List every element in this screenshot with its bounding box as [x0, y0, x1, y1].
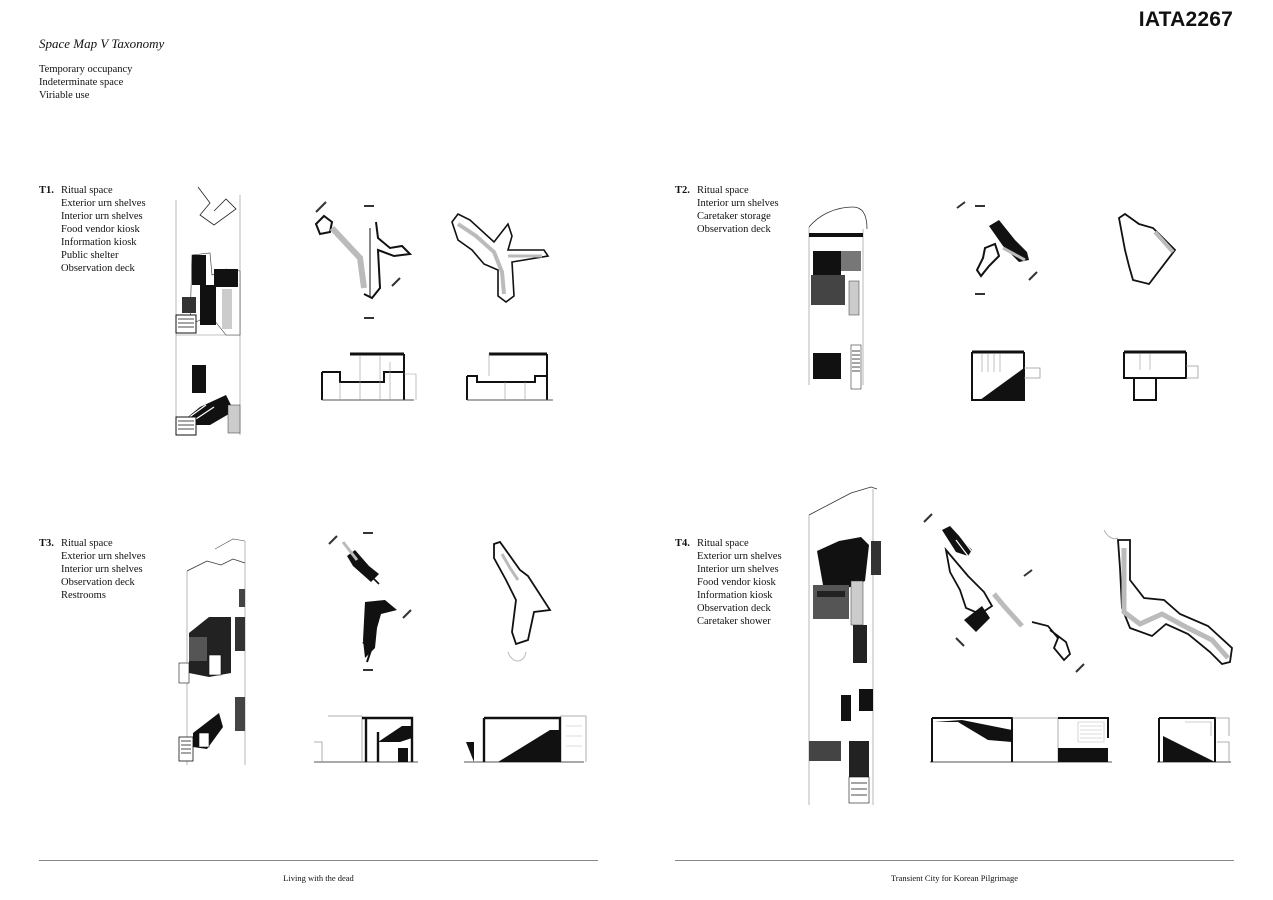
sheet-title: Space Map V Taxonomy [39, 36, 165, 51]
type-item: Ritual space [697, 538, 749, 549]
type-item: Interior urn shelves [61, 564, 143, 575]
type-item: Exterior urn shelves [61, 198, 146, 209]
type-item: Observation deck [697, 603, 771, 614]
t3-elevation-drawing [464, 715, 587, 763]
t2-plan-drawing [956, 201, 1038, 295]
type-item: Food vendor kiosk [697, 577, 776, 588]
footer-divider-left [39, 860, 598, 861]
subtitle-item: Temporary occupancy [39, 64, 133, 75]
type-item: Observation deck [61, 577, 135, 588]
type-label: T1. [39, 185, 54, 196]
type-label: T4. [675, 538, 690, 549]
type-item: Ritual space [697, 185, 749, 196]
type-item: Restrooms [61, 590, 106, 601]
t2-elevation-drawing [1123, 350, 1199, 401]
t4-section-drawing [930, 717, 1112, 763]
type-item-list: Ritual space Interior urn shelves Careta… [697, 184, 779, 236]
t3-section-drawing [314, 715, 418, 763]
type-label: T3. [39, 538, 54, 549]
type-item-list: Ritual space Exterior urn shelves Interi… [697, 537, 782, 628]
type-item-list: Ritual space Exterior urn shelves Interi… [61, 184, 146, 275]
type-item: Ritual space [61, 538, 113, 549]
type-item: Ritual space [61, 185, 113, 196]
type-item: Exterior urn shelves [697, 551, 782, 562]
t4-axonometric-drawing [808, 486, 881, 805]
type-item: Interior urn shelves [697, 198, 779, 209]
t2-axonometric-drawing [808, 206, 868, 390]
t1-elevation-drawing [466, 352, 553, 401]
t1-plan-drawing [314, 201, 413, 319]
type-item: Observation deck [697, 224, 771, 235]
t2-roof-plan-drawing [1118, 212, 1177, 286]
t3-axonometric-drawing [178, 538, 246, 765]
type-item: Information kiosk [697, 590, 773, 601]
subtitle-item: Viriable use [39, 90, 90, 101]
t1-section-drawing [321, 352, 417, 401]
type-item: Caretaker storage [697, 211, 771, 222]
t1-axonometric-drawing [175, 186, 241, 436]
type-item: Interior urn shelves [697, 564, 779, 575]
type-item: Interior urn shelves [61, 211, 143, 222]
type-item: Public shelter [61, 250, 119, 261]
subtitle-item: Indeterminate space [39, 77, 124, 88]
t3-plan-drawing [328, 532, 412, 671]
t2-section-drawing [971, 350, 1041, 401]
t4-plan-drawing [923, 513, 1085, 673]
footer-divider-right [675, 860, 1234, 861]
t4-elevation-drawing [1157, 717, 1231, 763]
footer-caption-left: Living with the dead [283, 873, 354, 883]
type-item: Exterior urn shelves [61, 551, 146, 562]
t3-roof-plan-drawing [493, 540, 552, 662]
type-item: Food vendor kiosk [61, 224, 140, 235]
type-item: Information kiosk [61, 237, 137, 248]
type-item: Caretaker shower [697, 616, 771, 627]
project-code: IATA2267 [1138, 8, 1233, 31]
type-label: T2. [675, 185, 690, 196]
type-item: Observation deck [61, 263, 135, 274]
subtitle-list: Temporary occupancy Indeterminate space … [39, 63, 132, 102]
t1-roof-plan-drawing [451, 212, 550, 303]
t4-roof-plan-drawing [1103, 529, 1233, 665]
footer-caption-right: Transient City for Korean Pilgrimage [890, 873, 1019, 883]
type-item-list: Ritual space Exterior urn shelves Interi… [61, 537, 146, 602]
